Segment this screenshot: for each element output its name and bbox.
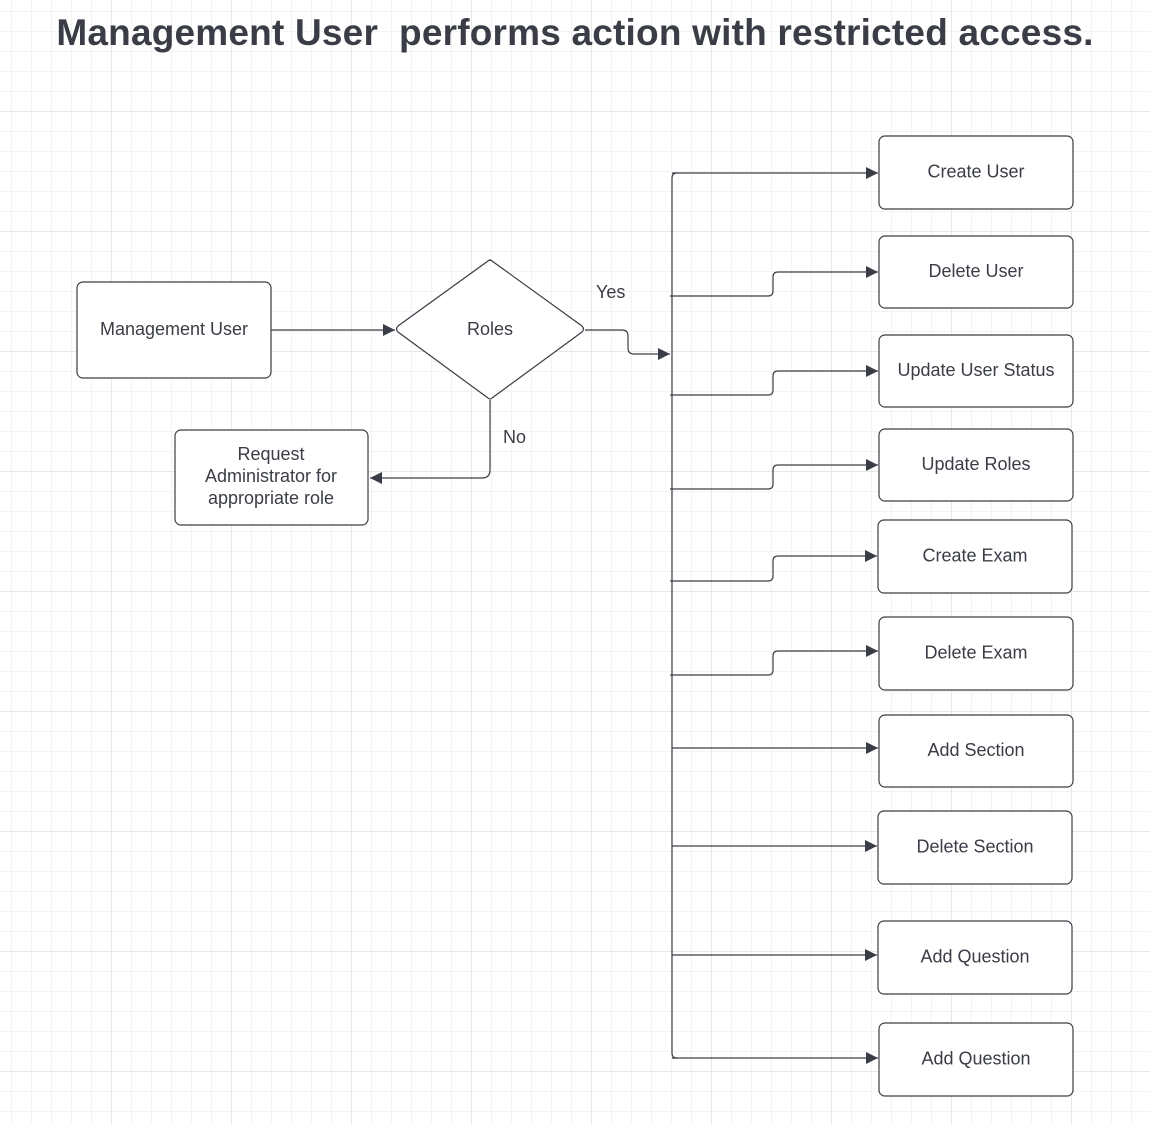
action-node-8: Delete Section bbox=[877, 810, 1073, 885]
action-node-label: Delete Section bbox=[916, 836, 1033, 856]
edge-label-yes: Yes bbox=[596, 282, 625, 302]
action-node-5: Create Exam bbox=[877, 519, 1073, 594]
start-node: Management User bbox=[76, 281, 272, 379]
action-node-2: Delete User bbox=[878, 235, 1074, 309]
action-node-label: Delete User bbox=[928, 261, 1023, 281]
action-node-4: Update Roles bbox=[878, 428, 1074, 502]
decision-node-label: Roles bbox=[467, 319, 513, 339]
action-node-label: Add Question bbox=[921, 1048, 1030, 1068]
connector-to-action-6 bbox=[670, 645, 878, 676]
connector-to-action-4 bbox=[670, 459, 878, 490]
action-node-6: Delete Exam bbox=[878, 616, 1074, 691]
connector-roles-to-actions bbox=[585, 329, 670, 360]
connector-to-action-5 bbox=[670, 550, 877, 582]
action-node-box bbox=[878, 235, 1074, 309]
action-node-7: Add Section bbox=[878, 714, 1074, 788]
start-node-label: Management User bbox=[100, 319, 248, 339]
action-node-label: Delete Exam bbox=[924, 642, 1027, 662]
action-node-3: Update User Status bbox=[878, 334, 1074, 408]
request-admin-label-line-3: appropriate role bbox=[208, 488, 334, 508]
action-node-box bbox=[878, 135, 1074, 210]
action-node-box bbox=[878, 334, 1074, 408]
action-node-box bbox=[878, 428, 1074, 502]
action-node-label: Add Question bbox=[920, 946, 1029, 966]
action-node-label: Add Section bbox=[927, 740, 1024, 760]
action-node-1: Create User bbox=[878, 135, 1074, 210]
action-node-box bbox=[877, 810, 1073, 885]
action-node-9: Add Question bbox=[877, 920, 1073, 995]
connector-to-action-2 bbox=[670, 266, 878, 297]
action-node-box bbox=[877, 920, 1073, 995]
action-node-label: Update User Status bbox=[897, 360, 1054, 380]
action-node-box bbox=[877, 519, 1073, 594]
diagram-title: Management User performs action with res… bbox=[56, 12, 1094, 53]
action-node-label: Update Roles bbox=[921, 454, 1030, 474]
connector-roles-to-request bbox=[370, 400, 491, 484]
action-node-box bbox=[878, 616, 1074, 691]
request-admin-label-line-2: Administrator for bbox=[205, 466, 337, 486]
edge-label-no: No bbox=[503, 427, 526, 447]
request-admin-label-line-1: Request bbox=[237, 444, 304, 464]
actions-trunk-line bbox=[671, 172, 678, 1059]
action-node-label: Create Exam bbox=[922, 545, 1027, 565]
connector-to-action-3 bbox=[670, 365, 878, 396]
action-node-box bbox=[878, 714, 1074, 788]
decision-node: Roles bbox=[395, 259, 585, 400]
action-node-10: Add Question bbox=[878, 1022, 1074, 1097]
request-admin-node: Request Administrator for appropriate ro… bbox=[174, 429, 369, 526]
action-node-label: Create User bbox=[927, 161, 1024, 181]
action-node-box bbox=[878, 1022, 1074, 1097]
